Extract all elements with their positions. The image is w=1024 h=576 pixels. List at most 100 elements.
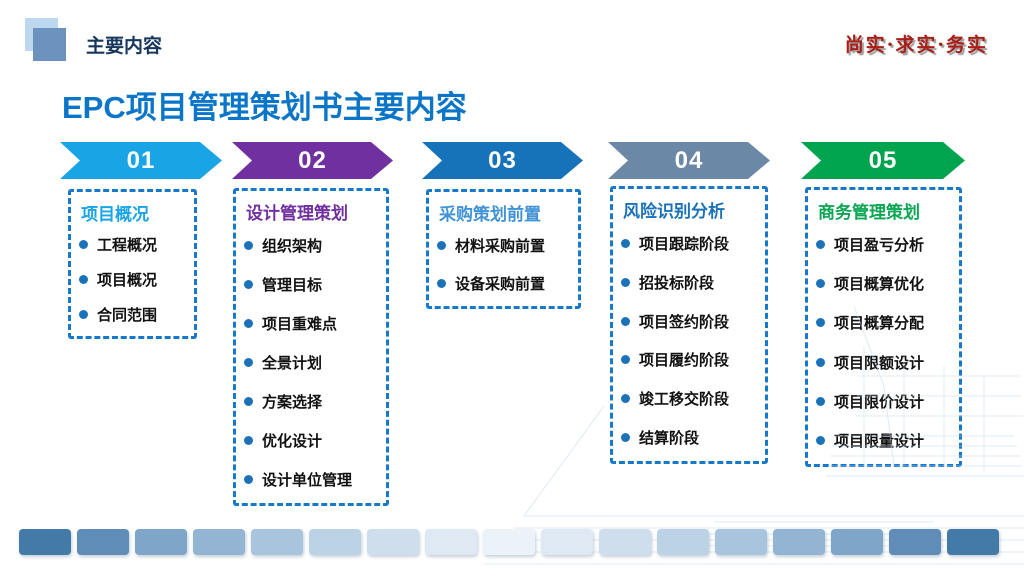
list-item-label: 项目跟踪阶段 (639, 235, 730, 253)
bullet-list: 组织架构 管理目标 项目重难点 全景计划 方案选择 优化设计 设计单位管理 (236, 224, 386, 503)
list-item: 结算阶段 (621, 427, 761, 448)
list-item: 项目概算分配 (816, 312, 955, 333)
list-item-label: 材料采购前置 (455, 238, 546, 256)
list-item-label: 项目盈亏分析 (834, 237, 925, 255)
bullet-icon (816, 435, 825, 445)
list-item-label: 项目限量设计 (834, 432, 925, 450)
bullet-icon (621, 277, 630, 287)
bullet-icon (437, 241, 446, 251)
content-box: 项目概况 工程概况 项目概况 合同范围 (68, 189, 197, 339)
bullet-list: 工程概况 项目概况 合同范围 (71, 225, 194, 336)
list-item: 项目签约阶段 (621, 311, 761, 332)
list-item: 项目履约阶段 (621, 349, 761, 370)
list-item: 方案选择 (244, 391, 382, 412)
bullet-icon (244, 397, 253, 406)
list-item-label: 组织架构 (262, 238, 323, 255)
list-item-label: 管理目标 (262, 277, 323, 294)
list-item: 项目概况 (79, 269, 190, 290)
bullet-icon (244, 436, 253, 445)
list-item: 设备采购前置 (437, 273, 574, 294)
step-chevron-icon: 03 (422, 142, 583, 179)
step-chevron-icon: 04 (608, 142, 770, 179)
strip-rect (135, 529, 187, 555)
content-box: 风险识别分析 项目跟踪阶段 招投标阶段 项目签约阶段 项目履约阶段 竣工移交阶段… (610, 186, 768, 464)
list-item: 工程概况 (79, 234, 190, 255)
list-item: 项目限额设计 (816, 352, 955, 373)
bottom-decoration-strip (19, 529, 999, 555)
list-item-label: 结算阶段 (639, 430, 700, 448)
strip-rect (77, 529, 129, 555)
bullet-icon (79, 310, 88, 319)
list-item: 竣工移交阶段 (621, 388, 761, 409)
list-item: 合同范围 (79, 304, 190, 325)
strip-rect (193, 529, 245, 555)
list-item: 招投标阶段 (621, 272, 761, 293)
step-number: 01 (126, 146, 156, 174)
step-chevron-icon: 02 (232, 142, 393, 179)
decor-square-front-icon (33, 28, 66, 61)
bullet-icon (621, 433, 630, 443)
strip-rect (309, 529, 361, 555)
list-item-label: 设备采购前置 (455, 275, 546, 293)
bullet-icon (244, 280, 253, 289)
list-item-label: 项目概算优化 (834, 276, 925, 294)
strip-rect (541, 529, 593, 555)
bullet-icon (79, 275, 88, 284)
strip-rect (367, 529, 419, 555)
step-number: 05 (868, 146, 898, 174)
list-item: 全景计划 (244, 352, 382, 373)
box-title: 项目概况 (81, 205, 149, 224)
list-item-label: 全景计划 (262, 355, 323, 372)
bullet-list: 项目盈亏分析 项目概算优化 项目概算分配 项目限额设计 项目限价设计 项目限量设… (808, 223, 959, 464)
step-number: 03 (488, 146, 517, 174)
content-column: 03 采购策划前置 材料采购前置 设备采购前置 (422, 142, 583, 309)
bullet-icon (244, 475, 253, 484)
bullet-icon (437, 278, 446, 288)
list-item-label: 方案选择 (262, 394, 323, 411)
list-item-label: 竣工移交阶段 (639, 391, 730, 409)
step-chevron-icon: 01 (60, 142, 222, 179)
content-box: 商务管理策划 项目盈亏分析 项目概算优化 项目概算分配 项目限额设计 项目限价设… (805, 187, 962, 467)
list-item-label: 工程概况 (97, 237, 158, 254)
strip-rect (483, 529, 535, 555)
list-item-label: 项目重难点 (262, 316, 338, 333)
list-item: 管理目标 (244, 274, 382, 295)
list-item-label: 项目履约阶段 (639, 352, 730, 370)
bullet-icon (816, 240, 825, 250)
bullet-icon (816, 357, 825, 367)
content-column: 02 设计管理策划 组织架构 管理目标 项目重难点 全景计划 方案选择 (232, 142, 393, 506)
bullet-icon (816, 279, 825, 289)
step-number: 04 (674, 146, 704, 174)
strip-rect (947, 529, 999, 555)
list-item-label: 合同范围 (97, 307, 158, 324)
strip-rect (889, 529, 941, 555)
box-title: 采购策划前置 (439, 205, 541, 224)
box-title: 风险识别分析 (623, 202, 725, 221)
content-column: 04 风险识别分析 项目跟踪阶段 招投标阶段 项目签约阶段 项目履约阶段 竣工移… (608, 142, 770, 464)
company-motto: 尚实·求实·务实 (844, 34, 988, 56)
step-number: 02 (298, 146, 327, 174)
content-box: 采购策划前置 材料采购前置 设备采购前置 (426, 189, 581, 309)
list-item: 项目盈亏分析 (816, 234, 955, 255)
box-title: 商务管理策划 (818, 203, 920, 222)
step-chevron-icon: 05 (801, 142, 965, 179)
bullet-icon (244, 241, 253, 250)
list-item: 项目重难点 (244, 313, 382, 334)
bullet-icon (244, 319, 253, 328)
list-item: 项目限量设计 (816, 430, 955, 451)
content-column: 05 商务管理策划 项目盈亏分析 项目概算优化 项目概算分配 项目限额设计 项目… (801, 142, 965, 467)
list-item-label: 优化设计 (262, 433, 323, 450)
bullet-icon (621, 355, 630, 365)
list-item-label: 项目概况 (97, 272, 158, 289)
strip-rect (19, 529, 71, 555)
bullet-icon (816, 318, 825, 328)
list-item-label: 设计单位管理 (262, 472, 353, 489)
list-item: 项目限价设计 (816, 391, 955, 412)
content-box: 设计管理策划 组织架构 管理目标 项目重难点 全景计划 方案选择 优化设计 (233, 188, 389, 506)
strip-rect (425, 529, 477, 555)
content-column: 01 项目概况 工程概况 项目概况 合同范围 (60, 142, 222, 339)
list-item-label: 项目限价设计 (834, 393, 925, 411)
bullet-icon (621, 238, 630, 248)
list-item-label: 项目概算分配 (834, 315, 925, 333)
